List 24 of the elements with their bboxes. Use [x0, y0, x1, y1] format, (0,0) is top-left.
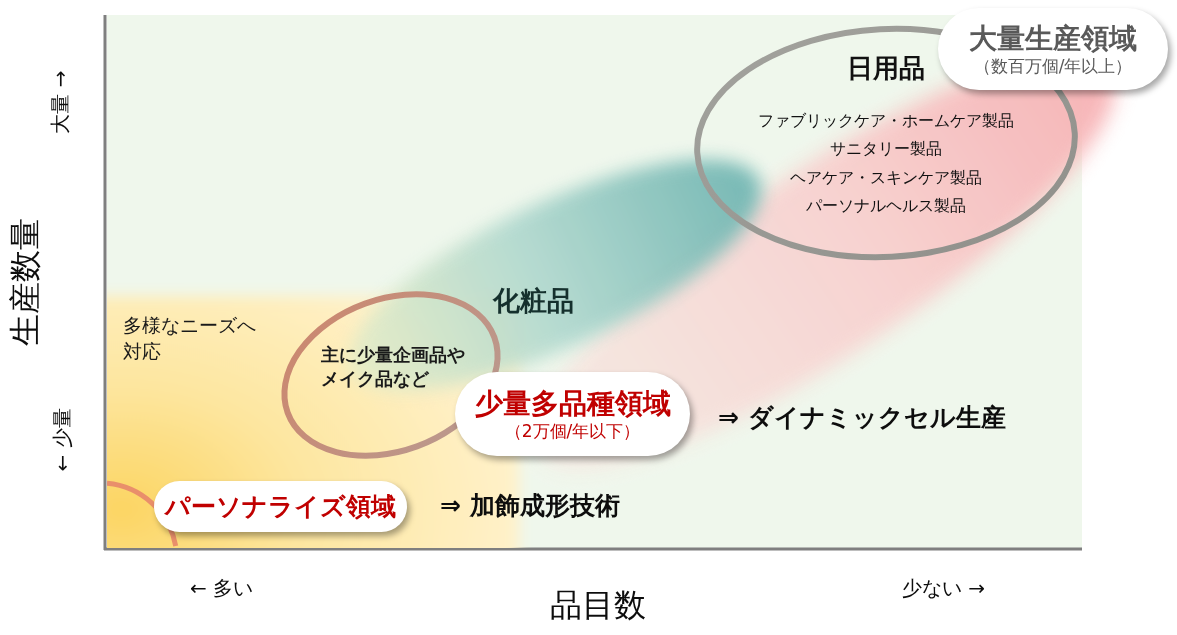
- region-callout: [938, 8, 1168, 90]
- axis-end-label: ← 少量: [50, 408, 74, 472]
- region-callout: [154, 481, 407, 532]
- region-note: 多様なニーズへ対応: [123, 313, 257, 364]
- volume-note: （2万個/年以下）: [504, 420, 641, 441]
- axis-title: 生産数量: [5, 218, 45, 346]
- product-item: サニタリー製品: [830, 140, 942, 159]
- product-item: ファブリックケア・ホームケア製品: [758, 112, 1014, 131]
- region-callout: [455, 372, 690, 456]
- category-heading: 化粧品: [493, 285, 574, 318]
- category-heading: 日用品: [847, 54, 925, 84]
- technique-note: ⇒ ダイナミックセル生産: [718, 403, 1006, 433]
- technique-note: ⇒ 加飾成形技術: [440, 491, 620, 521]
- product-item: パーソナルヘルス製品: [806, 197, 966, 216]
- ellipse-caption: 主に少量企画品やメイク品など: [321, 343, 466, 391]
- product-item: ヘアケア・スキンケア製品: [790, 169, 982, 188]
- volume-note: （数百万個/年以上）: [973, 55, 1133, 76]
- region-title: パーソナライズ領域: [165, 491, 396, 522]
- region-title: 大量生産領域: [969, 22, 1137, 56]
- axis-end-label: ← 多い: [190, 576, 254, 600]
- axis-end-label: 少ない →: [902, 576, 986, 600]
- axis-end-label: 大量 →: [48, 70, 72, 134]
- axis-title: 品目数: [550, 586, 646, 625]
- region-title: 少量多品種領域: [474, 387, 671, 421]
